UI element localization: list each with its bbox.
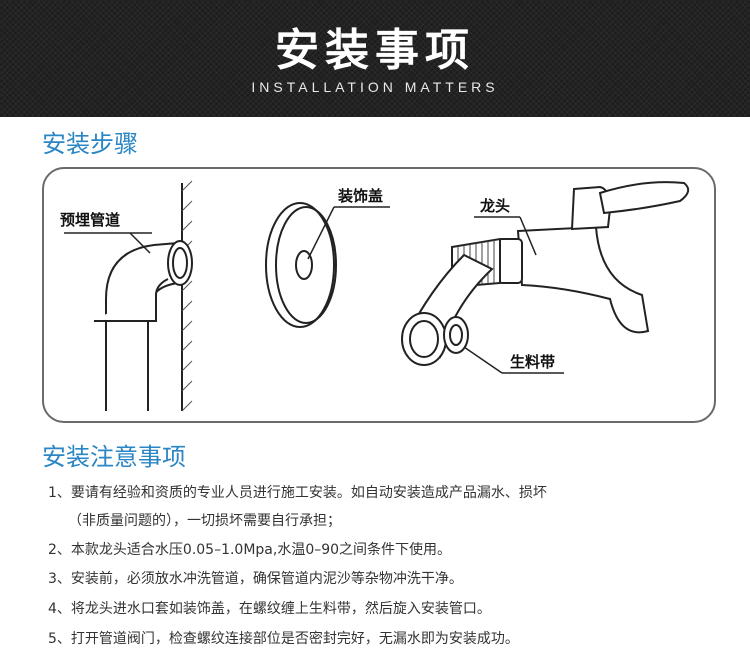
steps-illustration-box: 预埋管道 装饰盖 [42, 167, 716, 423]
label-tape: 生料带 [510, 353, 555, 371]
faucet-illustration [497, 181, 690, 334]
steps-illustration: 预埋管道 装饰盖 [60, 180, 690, 412]
tape-illustration [401, 237, 501, 366]
header-banner: 安装事项 INSTALLATION MATTERS [0, 0, 750, 117]
steps-section-title: 安装步骤 [42, 130, 138, 158]
cover-illustration [265, 202, 337, 328]
label-faucet: 龙头 [479, 197, 510, 215]
note-item-5: 5、打开管道阀门，检查螺纹连接部位是否密封完好，无漏水即为安装成功。 [48, 631, 519, 647]
note-item-1-cont: （非质量问题的），一切损坏需要自行承担； [68, 513, 341, 529]
note-item-1: 1、要请有经验和资质的专业人员进行施工安装。如自动安装造成产品漏水、损坏 [48, 485, 547, 501]
banner-subtitle: INSTALLATION MATTERS [251, 79, 499, 95]
note-item-4: 4、将龙头进水口套如装饰盖，在螺纹缠上生料带，然后旋入安装管口。 [48, 601, 491, 617]
label-cover: 装饰盖 [337, 187, 383, 205]
note-item-2: 2、本款龙头适合水压0.05–1.0Mpa,水温0–90之间条件下使用。 [48, 542, 452, 558]
banner-title: 安装事项 [275, 25, 475, 76]
wall-illustration [181, 180, 193, 412]
note-item-3: 3、安装前，必须放水冲洗管道，确保管道内泥沙等杂物冲洗干净。 [48, 571, 463, 587]
label-pipe: 预埋管道 [60, 211, 120, 229]
notes-section-title: 安装注意事项 [42, 443, 186, 471]
pipe-illustration [94, 240, 193, 411]
